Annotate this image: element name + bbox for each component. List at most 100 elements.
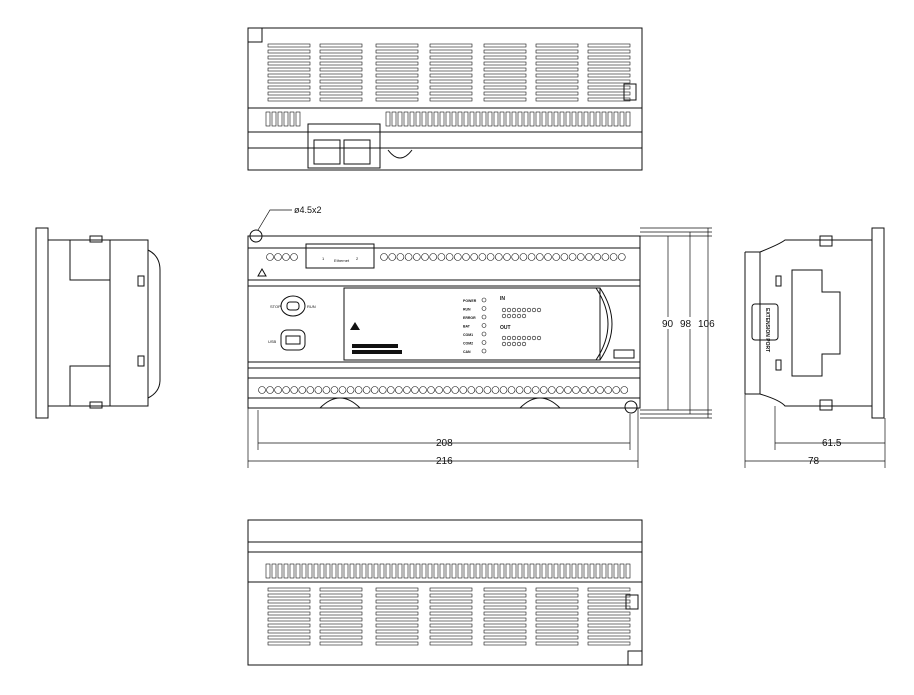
vent-slot [429, 617, 473, 622]
vent-slot [535, 73, 579, 78]
terminal-screw [564, 386, 572, 394]
terminal [421, 563, 427, 579]
terminal-screw [515, 386, 524, 394]
terminal [583, 111, 589, 127]
vent-slot [483, 85, 527, 90]
vent-slot [535, 605, 579, 610]
terminal [325, 563, 331, 579]
terminal-screw [322, 386, 331, 394]
usb-label: USB [268, 339, 277, 344]
terminal [553, 111, 559, 127]
vent-slot [587, 605, 631, 610]
vent-slot [483, 67, 527, 72]
terminal [475, 111, 481, 127]
terminal [265, 111, 271, 127]
terminal [535, 563, 541, 579]
vent-slot [319, 635, 363, 640]
terminal [547, 111, 553, 127]
vent-slot [267, 641, 311, 646]
terminal-screw [511, 253, 520, 261]
vent-slot [535, 611, 579, 616]
vent-slot [267, 623, 311, 628]
vent-slot [535, 97, 579, 102]
vent-slot [375, 91, 419, 96]
io-led [511, 313, 517, 319]
terminal-screw [544, 253, 552, 261]
vent-slot [267, 43, 311, 48]
io-led [501, 335, 507, 341]
terminal [265, 563, 271, 579]
vent-slot [483, 55, 527, 60]
vent-slot [319, 67, 363, 72]
terminal-screw [396, 253, 405, 261]
terminal-screw [552, 253, 561, 261]
terminal [463, 563, 469, 579]
terminal [385, 563, 391, 579]
terminal-screw [445, 253, 454, 261]
io-led [526, 307, 532, 313]
vent-slot [375, 79, 419, 84]
vent-slot [483, 611, 527, 616]
terminal-screw [306, 386, 315, 394]
usb-port [280, 329, 306, 351]
vent-slot [587, 97, 631, 102]
status-led [481, 348, 487, 354]
status-led [481, 297, 487, 303]
terminal-screw [370, 386, 379, 394]
dim-208: 208 [436, 438, 453, 449]
vent-slot [483, 79, 527, 84]
vent-slot [429, 605, 473, 610]
terminal-screw [470, 253, 479, 261]
vent-slot [319, 623, 363, 628]
terminal [451, 563, 457, 579]
vent-slot [375, 49, 419, 54]
hole-callout: ø4.5x2 [257, 205, 322, 231]
vent-slot [587, 599, 631, 604]
terminal [571, 111, 577, 127]
terminal [607, 111, 613, 127]
terminal [349, 563, 355, 579]
io-led [516, 313, 522, 319]
terminal [391, 111, 397, 127]
vent-slot [429, 641, 473, 646]
terminal-screw [467, 386, 476, 394]
vent-slot [587, 55, 631, 60]
terminal [403, 563, 409, 579]
terminal [541, 563, 547, 579]
vent-slot [375, 43, 419, 48]
terminal-screw [437, 253, 446, 261]
terminal [553, 563, 559, 579]
vent-slot [267, 629, 311, 634]
top-view [247, 27, 643, 171]
terminal-screw [503, 253, 511, 261]
terminal [397, 111, 403, 127]
vent-slot [587, 61, 631, 66]
vent-slot [319, 43, 363, 48]
terminal-screw [483, 386, 492, 394]
vent-slot [375, 55, 419, 60]
vent-slot [319, 611, 363, 616]
terminal [487, 111, 493, 127]
right-view: EXTENSION PORT [744, 227, 885, 419]
terminal [409, 111, 415, 127]
dim-90: 90 [662, 319, 674, 330]
vent-slot [319, 61, 363, 66]
terminal [319, 563, 325, 579]
vent-slot [483, 629, 527, 634]
terminal [511, 111, 517, 127]
vent-slot [375, 587, 419, 592]
vent-slot [483, 593, 527, 598]
terminal [421, 111, 427, 127]
terminal [403, 111, 409, 127]
status-label-bat: BAT [463, 325, 471, 329]
vent-slot [267, 73, 311, 78]
vent-slot [375, 617, 419, 622]
vent-slot [535, 61, 579, 66]
terminal-screw [274, 253, 282, 261]
terminal [523, 563, 529, 579]
ethernet-label: Ethernet [334, 258, 350, 263]
vent-slot [535, 587, 579, 592]
terminal [271, 111, 277, 127]
vent-slot [429, 49, 473, 54]
